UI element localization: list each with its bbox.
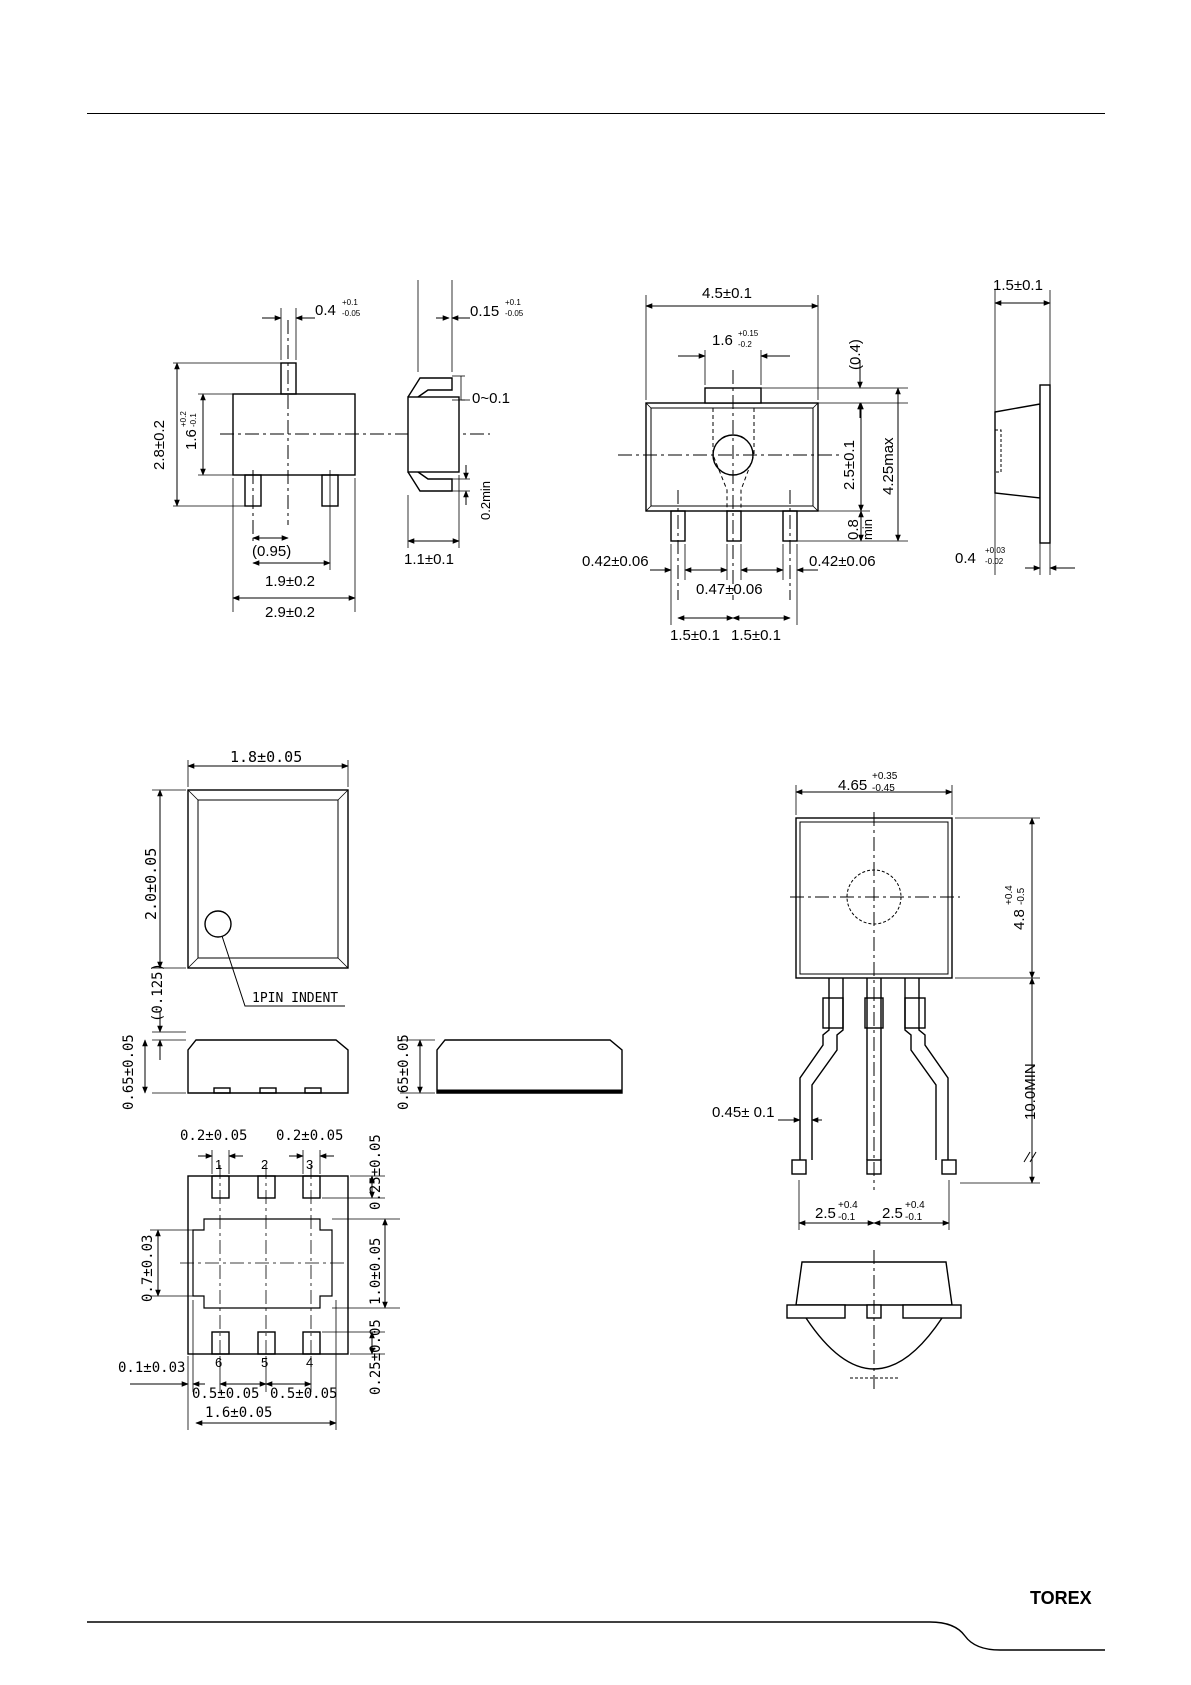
sot23-pin-width: 0.4 [315, 302, 336, 319]
usp6-top-view [152, 760, 349, 1007]
sot89-body-height: 2.5±0.1 [841, 440, 858, 490]
sot23-lead-thickness-tol-plus: +0.1 [505, 298, 521, 307]
sot89-lead-min-label: min [860, 519, 875, 540]
sot23-total-height: 2.8±0.2 [151, 420, 168, 470]
to92-pitch-2-tol-minus: -0.1 [905, 1212, 923, 1223]
usp6-pin-indent: 1PIN INDENT [252, 991, 338, 1006]
to92-height: 4.8 [1011, 909, 1028, 930]
usp6-side-labels-1: (0.125) 0.65±0.05 [121, 963, 166, 1110]
usp6-pad-width-2: 0.2±0.05 [276, 1128, 343, 1144]
sot23-height: 1.1±0.1 [404, 551, 454, 568]
usp6-clearance: (0.125) [150, 963, 166, 1022]
sot89-tab-width: 1.6 [712, 332, 733, 349]
sot89-tab-width-tol-plus: +0.15 [738, 329, 759, 338]
sot89-top-view [618, 295, 908, 625]
sot89-side-labels: 1.5±0.1 0.4 +0.03 -0.02 [955, 277, 1043, 567]
usp6-pin-3: 3 [306, 1157, 313, 1172]
sot89-side-lead-tol-minus: -0.02 [985, 557, 1004, 566]
sot23-lead-thickness-tol-minus: -0.05 [505, 309, 524, 318]
to92-width-tol-minus: -0.45 [872, 783, 895, 794]
to92-height-tol-plus: +0.4 [1004, 885, 1015, 905]
to92-pitch-1: 2.5 [815, 1205, 836, 1222]
usp6-bottom-view [130, 1150, 400, 1430]
sot23-body-height: 1.6 [183, 429, 200, 450]
usp6-side-height-2: 0.65±0.05 [396, 1034, 412, 1110]
usp6-pin-6: 6 [215, 1355, 222, 1370]
sot89-pitch-left: 1.5±0.1 [670, 627, 720, 644]
usp6-side-view-2 [400, 1039, 623, 1094]
usp6-width: 1.8±0.05 [230, 748, 302, 766]
sot23-pin-width-tol-minus: -0.05 [342, 309, 361, 318]
sot23-width: 2.9±0.2 [265, 604, 315, 621]
usp6-side-labels-2: 0.65±0.05 [396, 1034, 412, 1110]
usp6-pin-1: 1 [215, 1157, 222, 1172]
sot89-lead-mid: 0.47±0.06 [696, 581, 763, 598]
sot89-tab-width-tol-minus: -0.2 [738, 340, 752, 349]
sot23-body-height-tol-plus: +0.2 [179, 411, 188, 427]
usp6-bottom-labels: 0.2±0.05 0.2±0.05 1 2 3 4 5 6 0.25±0.05 … [118, 1128, 384, 1421]
to92-lead-length: 10.0MIN [1022, 1063, 1039, 1120]
to92-lead-width: 0.45± 0.1 [712, 1104, 774, 1121]
to92-pitch-2: 2.5 [882, 1205, 903, 1222]
sot23-side-view [407, 280, 470, 548]
usp6-center-width: 0.7±0.03 [140, 1235, 156, 1302]
sot23-side-labels: 0.15 +0.1 -0.05 0~0.1 0.2min 1.1±0.1 [404, 298, 524, 568]
sot23-body-height-tol-minus: -0.1 [189, 413, 198, 427]
sot23-lead-thickness: 0.15 [470, 303, 499, 320]
usp6-side-view-1 [142, 1012, 349, 1094]
usp6-pad-height-bottom: 0.25±0.05 [368, 1319, 384, 1395]
header-rule [87, 113, 1105, 114]
to92-pitch-1-tol-plus: +0.4 [838, 1200, 858, 1211]
sot89-side-lead-tol-plus: +0.03 [985, 546, 1006, 555]
sot89-lead-right: 0.42±0.06 [809, 553, 876, 570]
brand-logo: TOREX [1030, 1588, 1092, 1608]
to92-pitch-1-tol-minus: -0.1 [838, 1212, 856, 1223]
sot89-width: 4.5±0.1 [702, 285, 752, 302]
usp6-edge: 0.1±0.03 [118, 1360, 185, 1376]
to92-width: 4.65 [838, 777, 867, 794]
to92-pitch-2-tol-plus: +0.4 [905, 1200, 925, 1211]
usp6-pin-4: 4 [306, 1355, 313, 1370]
sot89-total-height: 4.25max [880, 437, 897, 495]
sot23-pitch: (0.95) [252, 543, 291, 560]
to92-bottom-view [786, 1250, 962, 1390]
sot89-side-lead-thickness: 0.4 [955, 550, 976, 567]
sot89-pitch-right: 1.5±0.1 [731, 627, 781, 644]
sot89-lead-min: 0.8 [845, 519, 862, 540]
footer-rule [87, 1621, 1105, 1651]
to92-front-view [778, 785, 1040, 1230]
sot89-side-height: 1.5±0.1 [993, 277, 1043, 294]
to92-width-tol-plus: +0.35 [872, 771, 898, 782]
usp6-pitch-2: 0.5±0.05 [270, 1386, 337, 1402]
usp6-height: 2.0±0.05 [142, 848, 160, 920]
usp6-bottom-width: 1.6±0.05 [205, 1405, 272, 1421]
usp6-pin-2: 2 [261, 1157, 268, 1172]
to92-front-labels: 4.65 +0.35 -0.45 4.8 +0.4 -0.5 10.0MIN 0… [712, 771, 1039, 1223]
sot23-foot-min: 0.2min [478, 481, 493, 520]
usp6-pitch-1: 0.5±0.05 [192, 1386, 259, 1402]
to92-height-tol-minus: -0.5 [1016, 887, 1027, 905]
sot23-standoff: 0~0.1 [472, 390, 510, 407]
sot89-side-view [994, 290, 1075, 575]
usp6-center-height: 1.0±0.05 [368, 1238, 384, 1305]
sot89-top-labels: 4.5±0.1 1.6 +0.15 -0.2 (0.4) 2.5±0.1 4.2… [582, 285, 897, 644]
sot23-pin-width-tol-plus: +0.1 [342, 298, 358, 307]
sot23-top-view [173, 308, 490, 612]
usp6-top-labels: 1.8±0.05 2.0±0.05 1PIN INDENT [142, 748, 338, 1006]
sot89-tab-height: (0.4) [847, 339, 864, 370]
sot23-span: 1.9±0.2 [265, 573, 315, 590]
sot89-lead-left: 0.42±0.06 [582, 553, 649, 570]
usp6-side-height-1: 0.65±0.05 [121, 1034, 137, 1110]
sot23-top-labels: 0.4 +0.1 -0.05 2.8±0.2 1.6 +0.2 -0.1 (0.… [151, 298, 361, 621]
usp6-pin-5: 5 [261, 1355, 268, 1370]
usp6-pad-width-1: 0.2±0.05 [180, 1128, 247, 1144]
usp6-pad-height-top: 0.25±0.05 [368, 1134, 384, 1210]
